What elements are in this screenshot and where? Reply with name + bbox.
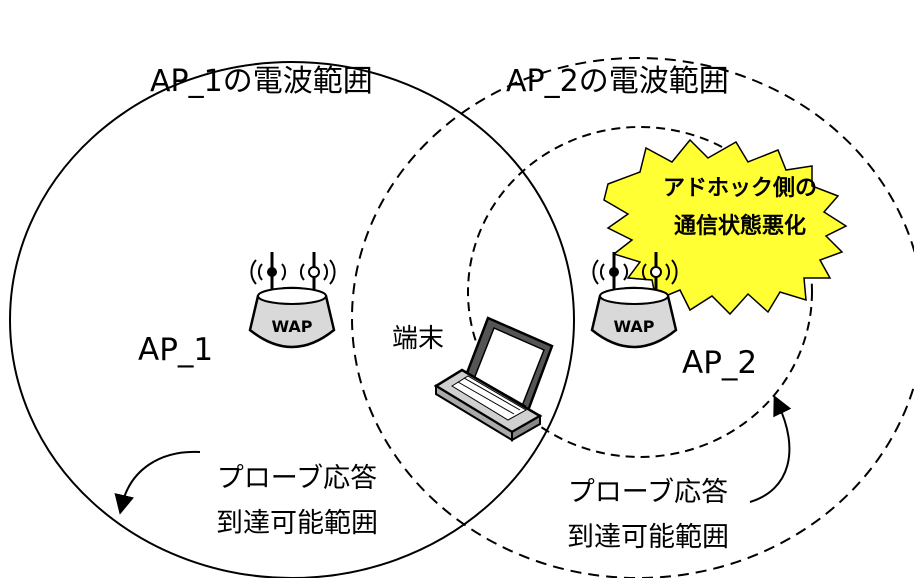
- terminal-label: 端末: [392, 324, 445, 354]
- adhoc-line-1: アドホック側の: [662, 176, 817, 201]
- ap1-probe-line-2: 到達可能範囲: [216, 508, 378, 539]
- adhoc-line-2: 通信状態悪化: [673, 214, 806, 239]
- ap2-probe-range-label: プローブ応答 到達可能範囲: [548, 470, 748, 560]
- ap1-probe-range-label: プローブ応答 到達可能範囲: [202, 456, 392, 546]
- ap2-probe-range-circle: [467, 126, 813, 458]
- probe-arrow-right: [749, 394, 792, 503]
- ap1-wap-icon: WAP: [248, 252, 336, 349]
- ap2-wap-text: WAP: [613, 317, 654, 336]
- laptop-icon: [433, 316, 554, 442]
- warning-burst-shape: [603, 138, 848, 316]
- ap1-probe-line-1: プローブ応答: [216, 463, 378, 494]
- ap2-probe-line-1: プローブ応答: [567, 477, 729, 508]
- ap2-range-title: AP_2の電波範囲: [506, 64, 729, 99]
- ap2-probe-line-2: 到達可能範囲: [567, 522, 729, 553]
- ap1-range-title: AP_1の電波範囲: [150, 64, 373, 99]
- probe-arrow-left: [114, 450, 201, 515]
- ap1-wap-text: WAP: [271, 317, 312, 336]
- ap2-wap-icon: WAP: [590, 252, 678, 349]
- ap2-label: AP_2: [682, 345, 758, 381]
- ap1-label: AP_1: [138, 332, 214, 368]
- ap2-range-circle: [351, 57, 914, 579]
- adhoc-degradation-label: アドホック側の 通信状態悪化: [660, 170, 820, 246]
